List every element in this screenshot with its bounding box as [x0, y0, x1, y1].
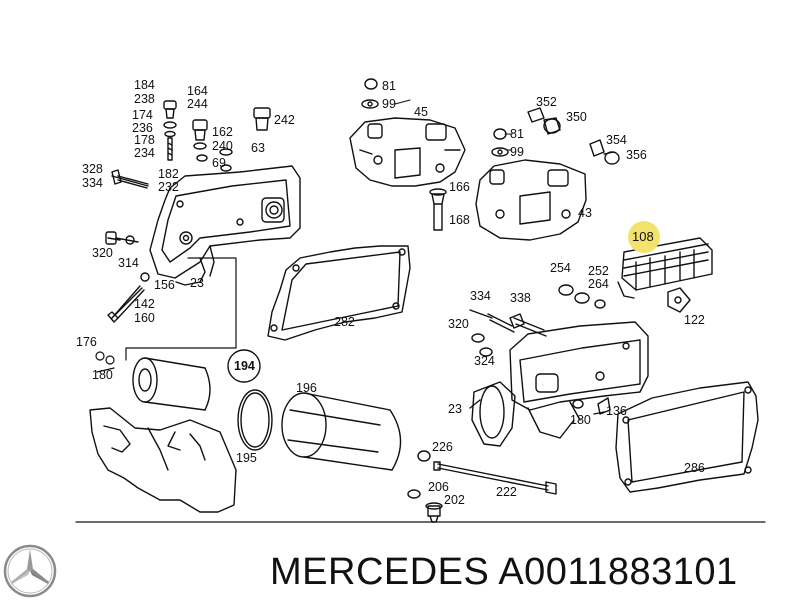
callout-45: 45 [414, 105, 428, 119]
fittings-top-right [527, 107, 620, 165]
callout-356: 356 [626, 148, 647, 162]
filter-housing-196 [281, 392, 402, 471]
callout-23-right: 23 [448, 402, 462, 416]
callout-184: 184 [134, 78, 155, 92]
callout-334-right: 334 [470, 289, 491, 303]
callout-234: 234 [134, 146, 155, 160]
oil-cooler [617, 237, 713, 313]
leader-lines [394, 99, 513, 151]
callout-232: 232 [158, 180, 179, 194]
callout-69: 69 [212, 156, 226, 170]
callout-166: 166 [449, 180, 470, 194]
brand-part-number: MERCEDES A0011883101 [270, 551, 738, 593]
callout-252: 252 [588, 264, 609, 278]
callout-160: 160 [134, 311, 155, 325]
callout-320-left: 320 [92, 246, 113, 260]
callout-324: 324 [474, 354, 495, 368]
leader-lines-left [95, 257, 237, 373]
callout-195: 195 [236, 451, 257, 465]
callout-236: 236 [132, 121, 153, 135]
gasket-282 [267, 245, 411, 341]
callout-63: 63 [251, 141, 265, 155]
callout-196: 196 [296, 381, 317, 395]
callout-240: 240 [212, 139, 233, 153]
callout-162: 162 [212, 125, 233, 139]
callout-350: 350 [566, 110, 587, 124]
long-bolt-222 [433, 461, 557, 495]
callout-286: 286 [684, 461, 705, 475]
engine-block-fragment [89, 407, 237, 513]
callout-222: 222 [496, 485, 517, 499]
callout-320-right: 320 [448, 317, 469, 331]
left-screws [105, 100, 271, 323]
callout-178: 178 [134, 133, 155, 147]
fittings-right [469, 284, 606, 357]
callout-108: 108 [632, 229, 654, 244]
callout-136: 136 [606, 404, 627, 418]
callout-176: 176 [76, 335, 97, 349]
parts-180-136 [572, 397, 611, 415]
sealing-ring-195 [237, 389, 273, 451]
callout-99-mid: 99 [510, 145, 524, 159]
callout-314: 314 [118, 256, 139, 270]
right-filter-housing [469, 321, 649, 447]
gasket-286 [615, 381, 759, 493]
callout-338: 338 [510, 291, 531, 305]
callout-194: 194 [234, 359, 255, 373]
callout-122: 122 [684, 313, 705, 327]
callout-206: 206 [428, 480, 449, 494]
callout-156: 156 [154, 278, 175, 292]
callout-81-mid: 81 [510, 127, 524, 141]
callout-180-right: 180 [570, 413, 591, 427]
callout-142: 142 [134, 297, 155, 311]
callout-81-top: 81 [382, 79, 396, 93]
callout-244: 244 [187, 97, 208, 111]
callout-352: 352 [536, 95, 557, 109]
callout-99-top: 99 [382, 97, 396, 111]
callout-202: 202 [444, 493, 465, 507]
filter-element [132, 349, 261, 411]
callout-168: 168 [449, 213, 470, 227]
callout-328: 328 [82, 162, 103, 176]
callout-238: 238 [134, 92, 155, 106]
left-filter-housing [149, 165, 301, 286]
callout-264: 264 [588, 277, 609, 291]
callout-182: 182 [158, 167, 179, 181]
callout-354: 354 [606, 133, 627, 147]
mercedes-star-icon [3, 544, 57, 598]
callout-242: 242 [274, 113, 295, 127]
callout-226: 226 [432, 440, 453, 454]
highlight-marker-108 [628, 221, 660, 253]
callout-282: 282 [334, 315, 355, 329]
callout-334-left: 334 [82, 176, 103, 190]
drain-plug [407, 450, 443, 523]
callout-180-left: 180 [92, 368, 113, 382]
callout-23-left: 23 [190, 276, 204, 290]
callout-174: 174 [132, 108, 153, 122]
callout-43: 43 [578, 206, 592, 220]
housing-45 [349, 78, 466, 187]
callout-164: 164 [187, 84, 208, 98]
callout-254: 254 [550, 261, 571, 275]
